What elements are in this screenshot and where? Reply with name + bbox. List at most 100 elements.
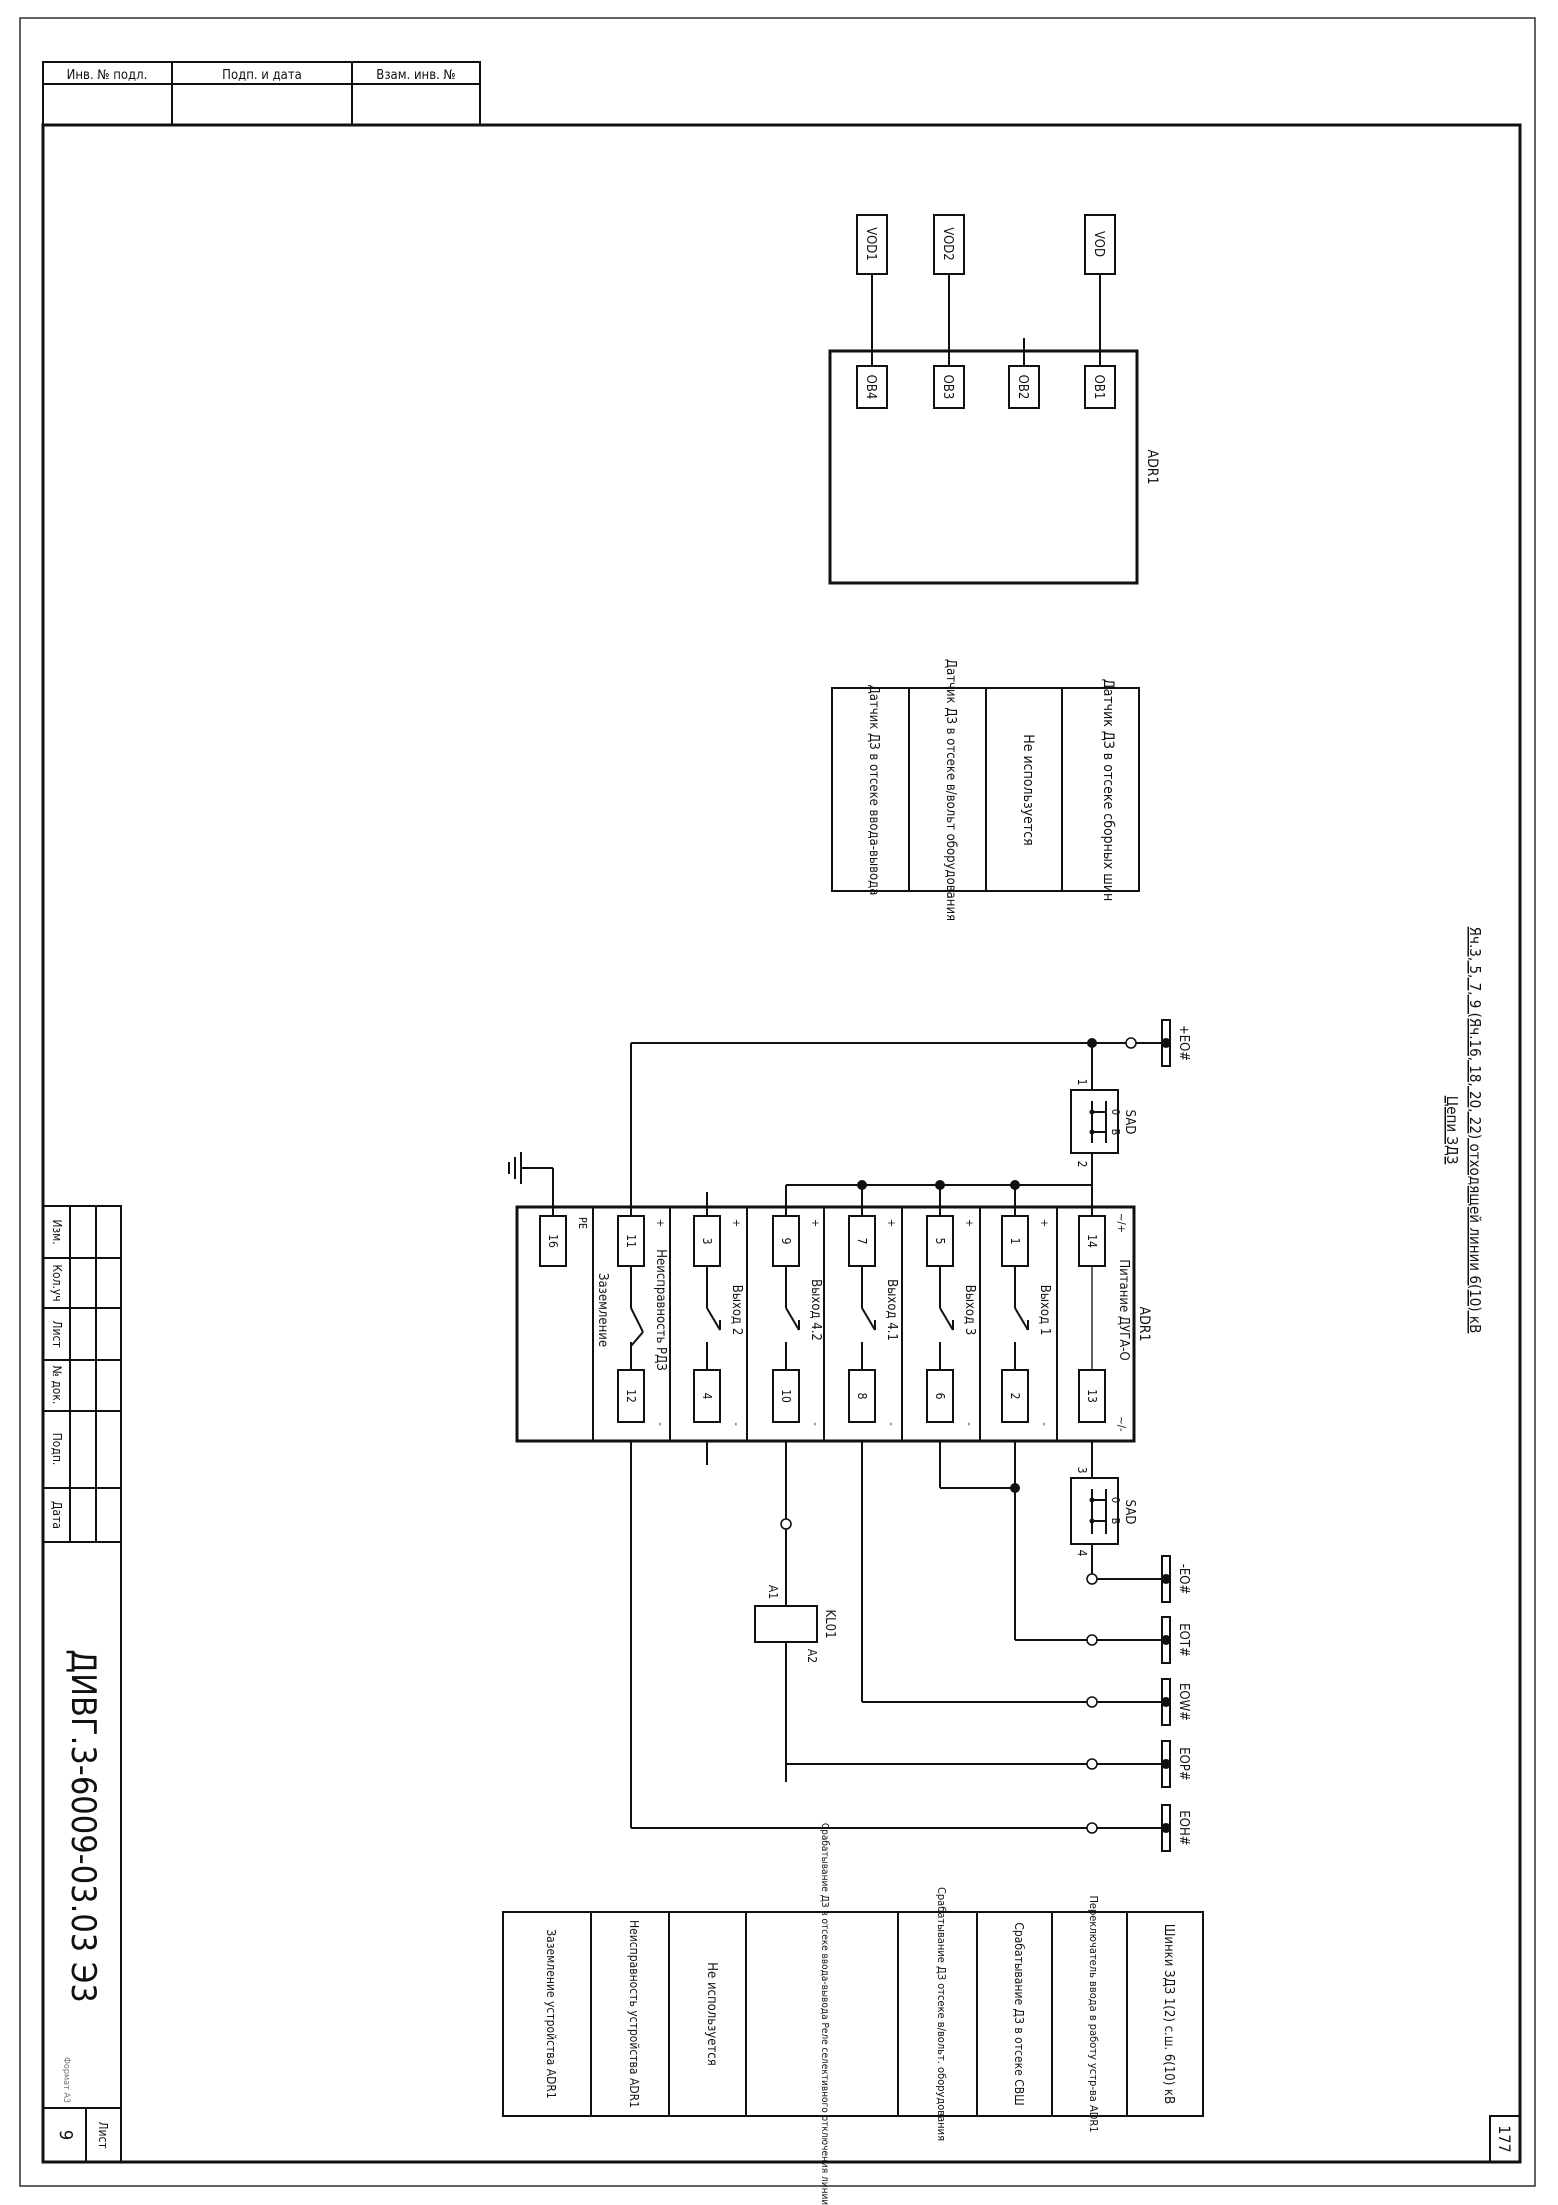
tb-col-podp: Подп. (50, 1433, 64, 1466)
terminal-top-label: 5 (933, 1238, 947, 1245)
stamp-podp-data: Подп. и дата (222, 68, 302, 83)
stamp-vzam-inv: Взам. инв. № (376, 68, 455, 83)
sad-bot-pin-4: 4 (1075, 1550, 1089, 1557)
bus-row-7: Неисправность устройства ADR1 (627, 1920, 641, 2108)
adr-terminal-cells: 14~/+13~/-Питание ДУГА-О1+2-Выход 15+6-В… (539, 1213, 1131, 1432)
page-number: 177 (1495, 2125, 1514, 2152)
bus-terminal-dot (1161, 1635, 1171, 1645)
polarity-top: + (654, 1219, 667, 1227)
bus-label: EOT# (1176, 1623, 1191, 1657)
sad-bot-pos-v: В (1109, 1518, 1122, 1525)
sad-switch-bottom: 0 В SAD 3 4 (1070, 1467, 1137, 1557)
contact-blade (785, 1307, 800, 1331)
cell-description: Выход 4.2 (808, 1279, 823, 1341)
polarity-top: + (809, 1219, 822, 1227)
tb-col-data: Дата (50, 1501, 64, 1529)
adr-input-ob2: OB2 (1015, 375, 1030, 400)
bus-label: -EO# (1176, 1564, 1191, 1595)
sad-top-pos-v: В (1109, 1129, 1122, 1136)
terminal-bottom-label: 10 (779, 1389, 793, 1403)
terminal-top-label: 14 (1085, 1234, 1099, 1248)
bus-row-3: Срабатывание ДЗ в отсеке СВШ (1012, 1922, 1026, 2105)
sad-bot-label: SAD (1122, 1500, 1137, 1525)
polarity-bottom: - (654, 1422, 667, 1426)
sad-bot-pos-0: 0 (1109, 1497, 1122, 1503)
polarity-bottom: - (1038, 1422, 1051, 1426)
page-number-box: 177 (1489, 2115, 1521, 2163)
bus-terminal-dot (1161, 1823, 1171, 1833)
terminal-bottom-label: 12 (624, 1389, 638, 1403)
relay-a2: A2 (805, 1649, 819, 1663)
terminal-top-label: 1 (1008, 1238, 1022, 1245)
bus-row-1: Шинки ЗДЗ 1(2) с.ш. 6(10) кВ (1161, 1924, 1176, 2104)
sad-top-pin-1: 1 (1075, 1079, 1089, 1086)
circuit-header: Яч.3, 5, 7, 9 (Яч.16, 18, 20, 22) отходя… (1466, 927, 1484, 1334)
bus-terminals: +EO#-EO#EOT#EOW#EOP#EOH# (1161, 1019, 1191, 1852)
adr-main-block: ADR1 (515, 1205, 1152, 1443)
contact-blade (706, 1307, 721, 1331)
contact-blade (1014, 1307, 1029, 1331)
sensor-row-2: Не используется (1020, 734, 1036, 846)
terminal-top-label: 7 (855, 1238, 869, 1245)
sad-top-label: SAD (1122, 1110, 1137, 1135)
stamp-table: Инв. № подл. Подп. и дата Взам. инв. № (42, 61, 481, 126)
sensor-vod: VOD (1091, 231, 1106, 257)
bus-row-4: Срабатывание ДЗ отсеке в/вольт. оборудов… (935, 1887, 948, 2141)
contact-blade (630, 1331, 644, 1347)
cell-description: Заземление (595, 1273, 610, 1347)
tb-col-list: Лист (50, 1320, 64, 1347)
tb-col-doc: № док. (50, 1366, 64, 1405)
terminal-top-label: 3 (700, 1238, 714, 1245)
polarity-top: + (1038, 1219, 1051, 1227)
polarity-top: + (730, 1219, 743, 1227)
cell-description: Выход 4.1 (884, 1279, 899, 1341)
terminal-bottom-label: 13 (1085, 1389, 1099, 1403)
bus-label: +EO# (1176, 1025, 1191, 1061)
bus-table: Шинки ЗДЗ 1(2) с.ш. 6(10) кВ Переключате… (502, 1823, 1204, 2205)
adr-input-ob3: OB3 (940, 375, 955, 400)
sensor-row-3: Датчик ДЗ в отсеке в/вольт оборудования (943, 659, 958, 921)
polarity-top: + (963, 1219, 976, 1227)
bus-row-5: Срабатывание ДЗ в отсеке ввода-вывода Ре… (819, 1823, 831, 2205)
adr-input-ob1: OB1 (1091, 375, 1106, 400)
terminal-top-label: 16 (546, 1234, 560, 1248)
frame-border (41, 123, 1522, 2164)
wiring (508, 1042, 1169, 1829)
polarity-bottom: - (730, 1422, 743, 1426)
sensor-table: Датчик ДЗ в отсеке сборных шин Не исполь… (831, 659, 1140, 921)
terminal-top-label: 9 (779, 1238, 793, 1245)
bus-terminal-dot (1161, 1697, 1171, 1707)
sad-switch-top: 0 В SAD 1 2 (1070, 1079, 1137, 1167)
outer-border (19, 17, 1536, 2187)
terminal-top-16 (539, 1215, 567, 1267)
adr-main-label: ADR1 (1136, 1306, 1152, 1341)
sensor-row-4: Датчик ДЗ в отсеке ввода-вывода (866, 685, 881, 896)
doc-code: ДИВГ.3-6009-03.03 Э3 (63, 1649, 103, 2003)
sheet-number: 9 (55, 2130, 76, 2140)
bus-label: EOW# (1176, 1683, 1191, 1721)
bus-terminal-dot (1161, 1574, 1171, 1584)
polarity-top: ~/+ (1115, 1213, 1128, 1233)
cell-description: Питание ДУГА-О (1116, 1259, 1131, 1360)
tb-col-izm: Изм. (50, 1219, 64, 1244)
polarity-bottom: - (809, 1422, 822, 1426)
title-block: Изм. Кол.уч Лист № док. Подп. Дата ДИВГ.… (42, 1205, 122, 2163)
relay-kl01: KL01 A1 A2 (754, 1585, 837, 1663)
sad-bot-pin-3: 3 (1075, 1467, 1089, 1474)
cell-description: Неисправность РДЗ (653, 1249, 668, 1371)
tb-col-kol: Кол.уч (50, 1264, 64, 1301)
terminal-bottom-label: 8 (855, 1393, 869, 1400)
terminal-top-label: 11 (624, 1234, 638, 1248)
sensor-row-1: Датчик ДЗ в отсеке сборных шин (1100, 679, 1116, 902)
contact-blade (939, 1307, 954, 1331)
terminal-bottom-label: 4 (700, 1393, 714, 1400)
circuit-subheader: Цепи ЗДЗ (1443, 1096, 1461, 1165)
bus-label: EOP# (1176, 1747, 1191, 1780)
bus-terminal-dot (1161, 1759, 1171, 1769)
terminal-bottom-label: 2 (1008, 1393, 1022, 1400)
format-label: Формат А3 (61, 2057, 71, 2103)
sad-top-pos-0: 0 (1109, 1109, 1122, 1115)
bus-row-8: Заземление устройства ADR1 (544, 1929, 558, 2099)
polarity-bottom: - (885, 1422, 898, 1426)
